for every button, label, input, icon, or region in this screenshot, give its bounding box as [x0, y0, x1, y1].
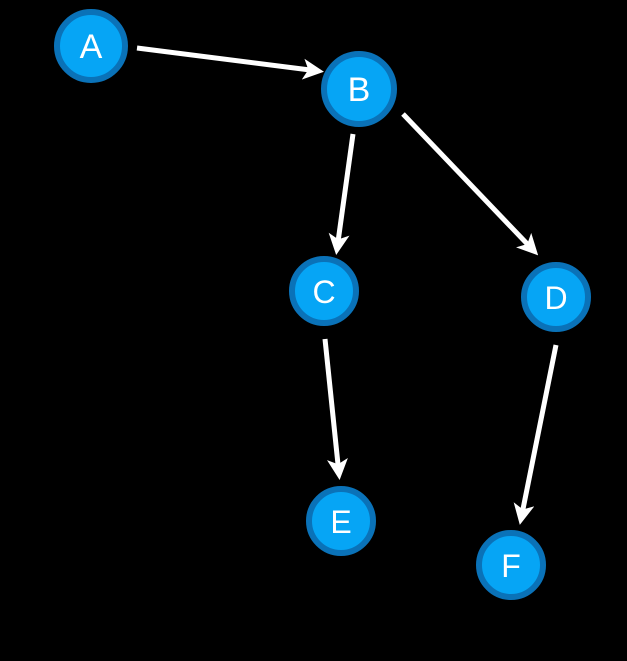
graph-edge-b-to-d[interactable] [401, 112, 539, 256]
graph-edge-b-to-c[interactable] [328, 133, 356, 255]
graph-node-circle-c[interactable] [289, 256, 359, 326]
graph-edge-d-to-f[interactable] [513, 344, 559, 525]
graph-node-circle-a[interactable] [54, 9, 128, 83]
graph-node-circle-d[interactable] [521, 262, 591, 332]
graph-node-f[interactable]: F [476, 530, 546, 600]
graph-edge-c-to-e[interactable] [322, 338, 348, 480]
nodes-layer: A B C D E F [54, 9, 591, 600]
graph-node-circle-f[interactable] [476, 530, 546, 600]
graph-node-b[interactable]: B [321, 51, 397, 127]
graph-node-c[interactable]: C [289, 256, 359, 326]
edges-layer [136, 45, 559, 525]
graph-node-d[interactable]: D [521, 262, 591, 332]
graph-node-circle-e[interactable] [306, 486, 376, 556]
graph-node-circle-b[interactable] [321, 51, 397, 127]
graph-node-e[interactable]: E [306, 486, 376, 556]
graph-node-a[interactable]: A [54, 9, 128, 83]
graph-edge-a-to-b[interactable] [136, 45, 324, 80]
